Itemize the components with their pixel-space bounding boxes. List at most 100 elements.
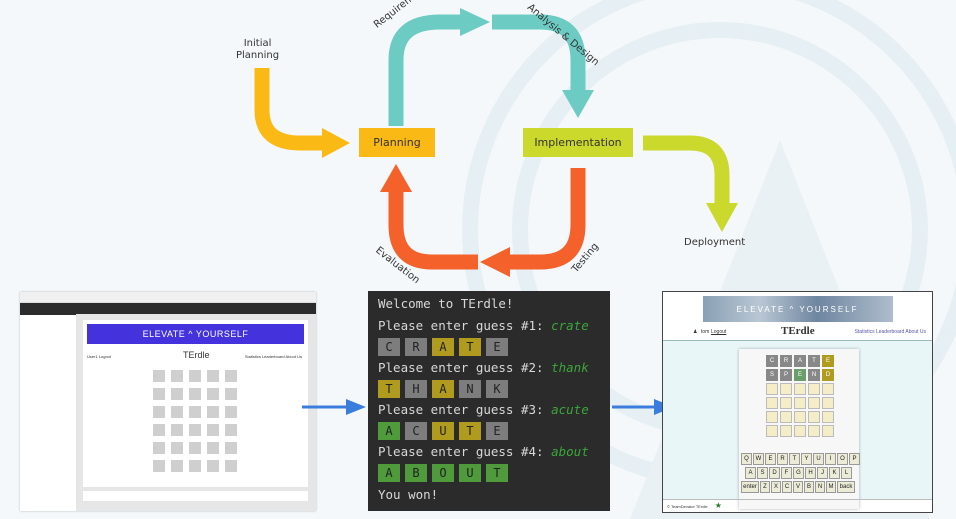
terminal-tile: N [459,380,481,398]
header-banner-image [703,296,893,322]
terminal-tile: K [486,380,508,398]
deployment-arrow-head [706,203,738,232]
testing-arrow-head [480,247,510,277]
evaluation-arrow-head [380,164,412,192]
keyboard-key[interactable]: V [793,481,803,493]
keyboard-key[interactable]: G [793,467,804,479]
keyboard-key[interactable]: N [815,481,825,493]
terminal-tile: A [432,338,454,356]
planning-label: Planning [373,136,421,149]
board-cell [794,397,806,409]
keyboard-key[interactable]: I [825,453,836,465]
initial-arrow-head [322,128,350,158]
board-cell [822,397,834,409]
board-cell [766,425,778,437]
terminal-tile: B [405,464,427,482]
board-cell [808,425,820,437]
figma-nav-right: Statistics Leaderboard About Us [244,354,302,359]
keyboard-key[interactable]: T [789,453,800,465]
keyboard-key[interactable]: H [805,467,816,479]
keyboard-key[interactable]: Z [760,481,770,493]
board-cell [766,397,778,409]
implementation-label: Implementation [534,136,622,149]
terminal-prompt-1: Please enter guess #1: crate [378,318,589,333]
board-cell [822,383,834,395]
keyboard-key[interactable]: S [757,467,768,479]
figma-design-screenshot: ELEVATE ^ YOURSELF User1 Logout TErdle S… [20,292,316,511]
keyboard-key[interactable]: W [753,453,764,465]
keyboard-key[interactable]: J [817,467,828,479]
figma-footer [83,491,308,501]
keyboard-key[interactable]: E [765,453,776,465]
keyboard-key[interactable]: enter [741,481,759,493]
analysis-arrow [492,14,586,92]
planning-box [359,128,435,157]
figma-title: TErdle [183,350,210,360]
keyboard-key[interactable]: C [782,481,792,493]
board-cell [780,383,792,395]
app-title: TErdle [781,325,815,337]
initial-planning-label: Initial Planning [236,38,280,61]
figma-letter-grid [153,370,237,472]
keyboard-key[interactable]: U [813,453,824,465]
flow-arrow-1 [302,399,366,415]
figma-toolbar [20,303,316,315]
terminal-prompt-2: Please enter guess #2: thank [378,360,589,375]
board-cell [766,411,778,423]
analysis-arrow-head [562,90,594,118]
board-cell [794,425,806,437]
keyboard-key[interactable]: K [829,467,840,479]
keyboard-key[interactable]: Q [741,453,752,465]
header-banner-text: ELEVATE ^ YOURSELF [736,304,859,314]
figma-canvas: ELEVATE ^ YOURSELF User1 Logout TErdle S… [77,314,316,511]
board-cell [780,397,792,409]
terminal-prompt-3: Please enter guess #3: acute [378,402,589,417]
keyboard-key[interactable]: O [837,453,848,465]
deployment-arrow [643,135,730,205]
board-cell [822,411,834,423]
board-cell [808,383,820,395]
board-cell [794,383,806,395]
board-cell: E [794,369,806,381]
board-cell [794,411,806,423]
username: tom [701,329,710,335]
keyboard-key[interactable]: F [781,467,792,479]
keyboard-key[interactable]: X [771,481,781,493]
evaluation-arrow [388,190,478,270]
star-icon: ★ [714,501,722,510]
initial-arrow [254,68,326,151]
logout-link[interactable]: Logout [711,329,727,335]
board-cell: R [780,355,792,367]
footer-text: © TeamDevator TErdle [667,504,708,509]
board-cell [808,397,820,409]
terminal-tile: E [486,338,508,356]
board-cell [780,425,792,437]
keyboard-key[interactable]: P [849,453,860,465]
terminal-tile: A [432,380,454,398]
keyboard-key[interactable]: D [769,467,780,479]
board-cell: A [794,355,806,367]
terminal-tile: T [486,464,508,482]
keyboard-key[interactable]: M [826,481,836,493]
requirements-arrow [388,14,462,126]
browser-bar [20,292,316,303]
keyboard-key[interactable]: back [837,481,855,493]
keyboard-key[interactable]: L [841,467,852,479]
terminal-welcome: Welcome to TErdle! [378,296,514,311]
app-footer: © TeamDevator TErdle ★ [663,499,932,512]
keyboard-key[interactable]: Y [801,453,812,465]
app-nav: ♟ tom Logout TErdle Statistics Leaderboa… [663,325,932,339]
keyboard-key[interactable]: A [745,467,756,479]
keyboard-key[interactable]: R [777,453,788,465]
terminal-tile: H [405,380,427,398]
design-frame: ELEVATE ^ YOURSELF User1 Logout TErdle S… [83,320,308,487]
keyboard-key[interactable]: B [804,481,814,493]
app-nav-links[interactable]: Statistics Leaderboard About Us [854,329,926,335]
terminal-tile: C [378,338,400,356]
